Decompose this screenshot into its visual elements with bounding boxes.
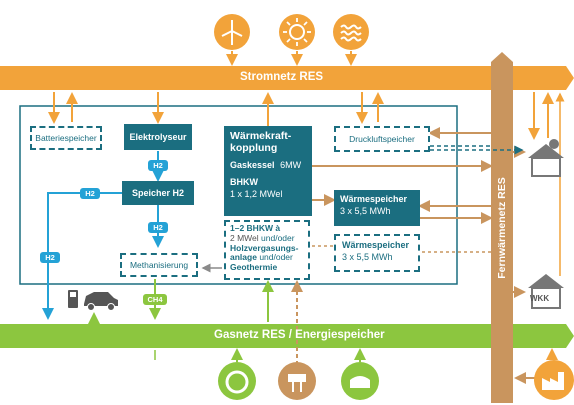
speicher-h2-box: Speicher H2 bbox=[122, 181, 194, 205]
gas-storage-icon bbox=[278, 362, 316, 400]
waermespeicher-box: Wärmespeicher 3 x 5,5 MWh bbox=[334, 190, 420, 226]
fernwaermenetz-label: Fernwärmenetz RES bbox=[496, 177, 508, 279]
elektrolyseur-box: Elektrolyseur bbox=[124, 124, 192, 150]
waermespeicher-optional-box: Wärmespeicher 3 x 5,5 MWh bbox=[334, 234, 420, 272]
sun-icon bbox=[279, 14, 315, 50]
wkk-title: Wärmekraft- kopplung bbox=[230, 130, 292, 154]
house-solar-icon bbox=[524, 136, 568, 183]
stromnetz-label: Stromnetz RES bbox=[240, 71, 324, 83]
ch4-tag: CH4 bbox=[143, 294, 167, 305]
water-waves-icon bbox=[333, 14, 369, 50]
wkk-bhkw-value: 1 x 1,2 MWel bbox=[230, 188, 283, 199]
wkk-bhkw-label: BHKW bbox=[230, 177, 258, 188]
house-icon bbox=[524, 270, 568, 315]
h2-tag: H2 bbox=[40, 252, 60, 263]
wkk-label: WKK bbox=[530, 294, 550, 303]
ev-charging-car-icon bbox=[66, 286, 120, 317]
h2-tag: H2 bbox=[148, 160, 168, 171]
wind-turbine-icon bbox=[214, 14, 250, 50]
stromnetz-bus bbox=[0, 66, 574, 90]
fernwaermenetz-bus bbox=[491, 52, 513, 403]
h2-tag: H2 bbox=[80, 188, 100, 199]
bhkw-options-box: 1–2 BHKW à 2 MWel und/oder Holzvergasung… bbox=[224, 220, 310, 280]
gas-tank-icon bbox=[341, 362, 379, 400]
gasnetz-label: Gasnetz RES / Energiespeicher bbox=[214, 329, 385, 341]
waermekraftkopplung-box: Wärmekraft- kopplung Gaskessel 6MW BHKW … bbox=[224, 126, 312, 216]
system-frame bbox=[19, 105, 458, 285]
gasnetz-bus bbox=[0, 324, 574, 348]
wkk-gaskessel: Gaskessel 6MW bbox=[230, 160, 302, 171]
factory-icon bbox=[534, 360, 574, 400]
druckluftspeicher-box: Druckluftspeicher bbox=[334, 126, 430, 152]
h2-tag: H2 bbox=[148, 222, 168, 233]
batteriespeicher-box: Batteriespeicher bbox=[30, 126, 102, 150]
methanisierung-box: Methanisierung bbox=[120, 253, 198, 277]
biogas-plant-icon bbox=[218, 362, 256, 400]
